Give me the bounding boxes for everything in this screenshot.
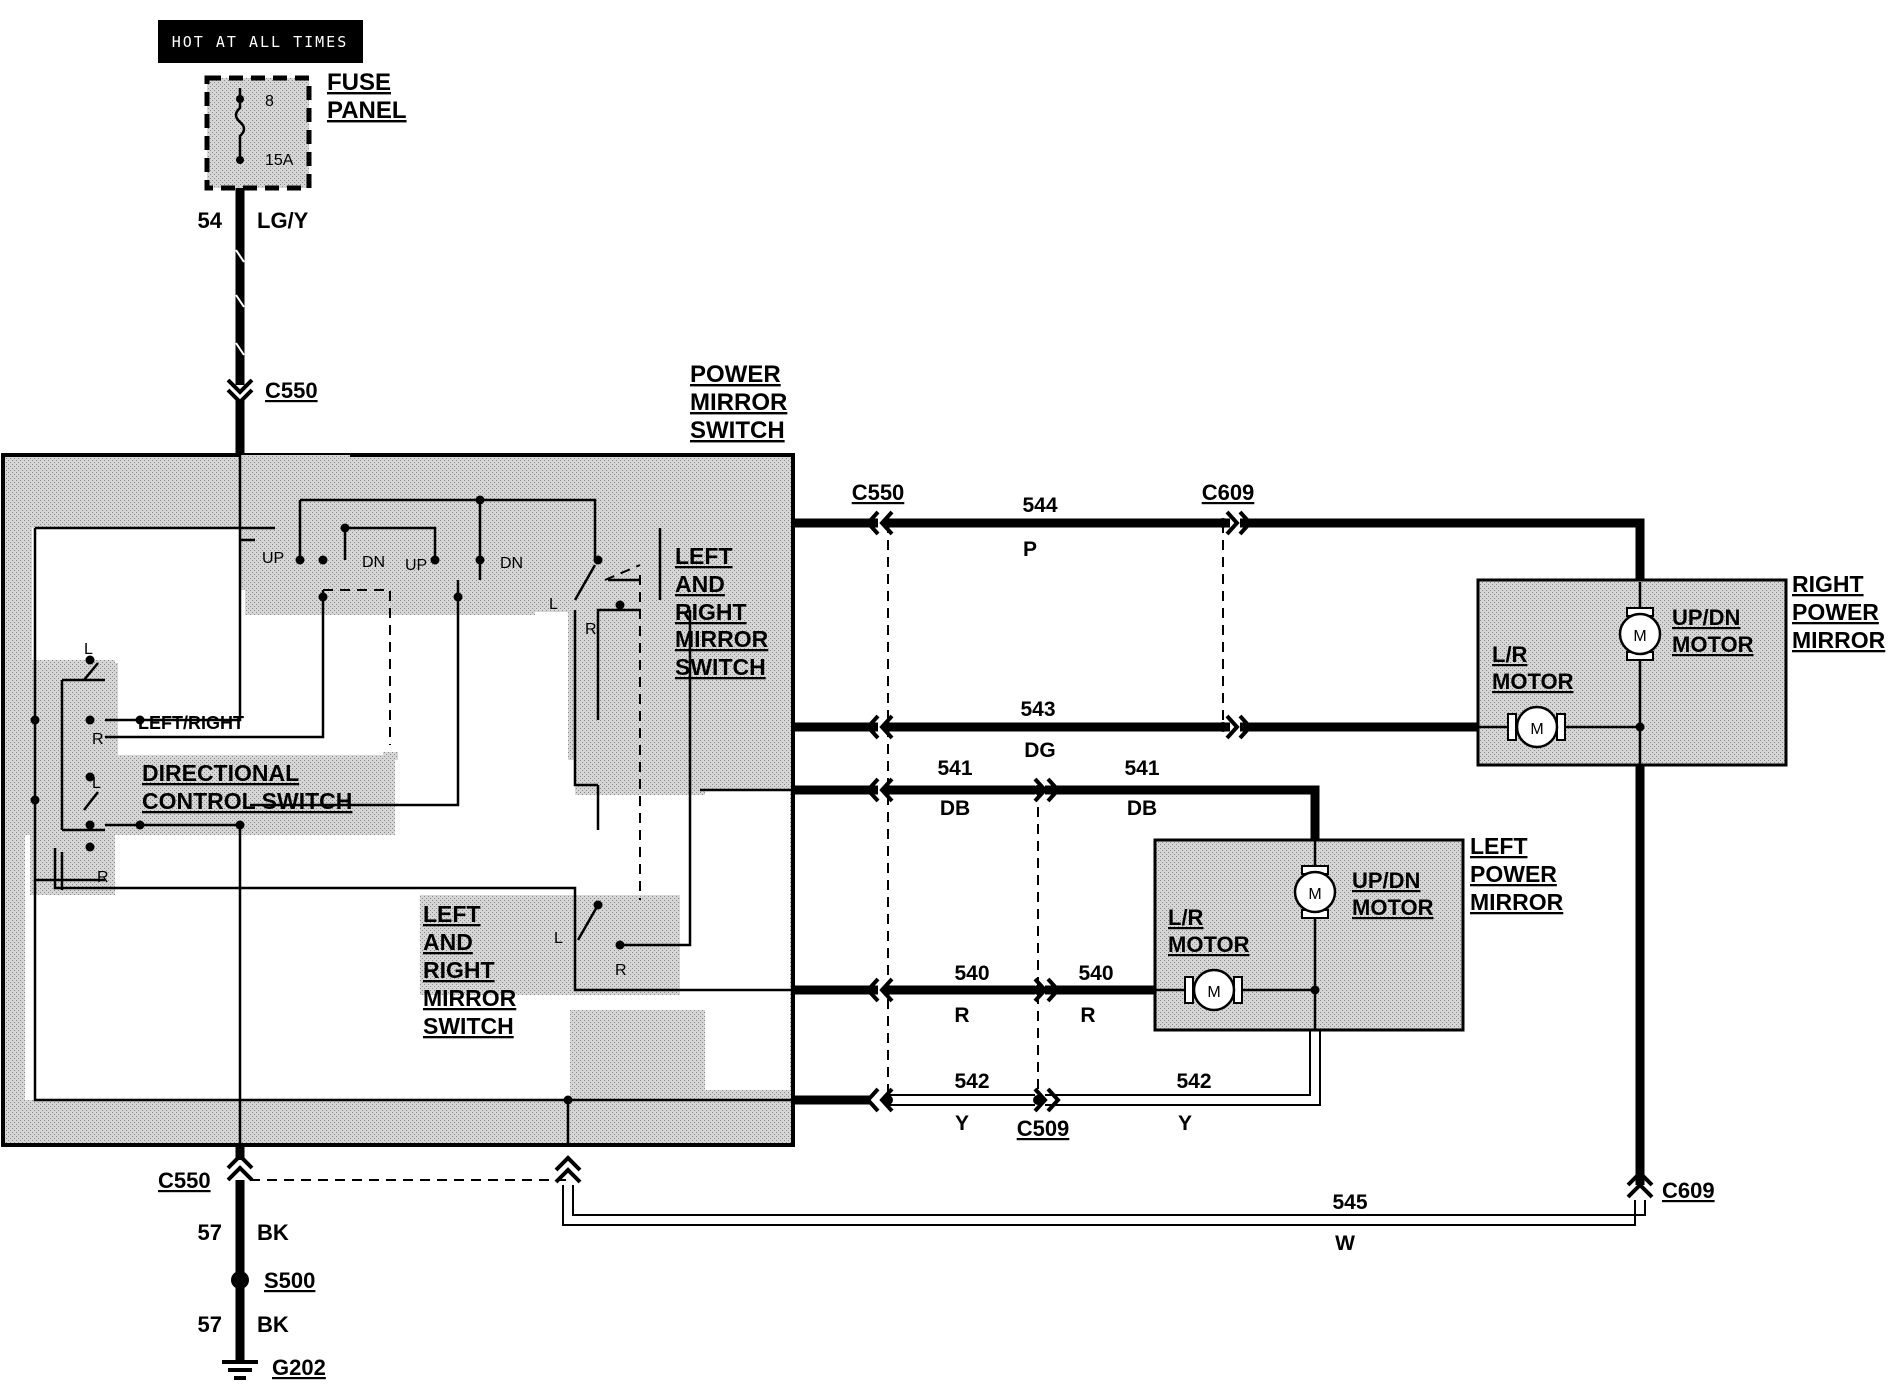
lower-mirror-switch-2: AND <box>423 929 473 955</box>
wire-544-circuit: 544 <box>1022 494 1057 517</box>
fuse-panel-title-1: FUSE <box>327 69 391 96</box>
wire-542a-color: Y <box>955 1112 969 1135</box>
ground-circuit-lower: 57 <box>198 1312 222 1337</box>
connector-c609-bottom: C609 <box>1662 1178 1715 1203</box>
feed-wire-54: 54 LG/Y C550 <box>198 188 318 455</box>
lower-mirror-switch-1: LEFT <box>423 901 481 927</box>
label-l-top: L <box>84 641 93 658</box>
label-r-top: R <box>92 731 104 748</box>
lower-mirror-switch-3: RIGHT <box>423 957 495 983</box>
upper-mirror-switch-3: RIGHT <box>675 599 747 625</box>
ground-color-upper: BK <box>257 1220 289 1245</box>
left-updn-label-2: MOTOR <box>1352 895 1434 920</box>
connector-c509: C509 <box>1017 1116 1070 1141</box>
feed-circuit-number: 54 <box>198 208 223 233</box>
wire-540b-color: R <box>1080 1004 1095 1027</box>
ground-color-lower: BK <box>257 1312 289 1337</box>
label-up-2: UP <box>405 557 427 574</box>
connector-c550-top: C550 <box>852 480 905 505</box>
wire-544-color: P <box>1023 538 1037 561</box>
wire-545-color: W <box>1335 1232 1355 1255</box>
right-mirror-title-3: MIRROR <box>1792 627 1886 653</box>
upper-mirror-switch-1: LEFT <box>675 543 733 569</box>
splice-s500-dot <box>231 1271 249 1289</box>
directional-switch-title-2: CONTROL SWITCH <box>142 788 352 814</box>
lower-switch-l: L <box>554 930 563 947</box>
lower-mirror-switch-5: SWITCH <box>423 1013 514 1039</box>
pms-title-1: POWER <box>690 361 781 388</box>
right-power-mirror: M M UP/DN MOTOR L/R MOTOR RIGHT POWER MI… <box>1476 571 1886 767</box>
ground-g202: G202 <box>272 1355 326 1380</box>
ground-path: C550 57 BK S500 57 BK G202 <box>158 1145 326 1380</box>
left-mirror-title-1: LEFT <box>1470 833 1528 859</box>
pms-title-3: SWITCH <box>690 417 785 444</box>
left-lr-label-1: L/R <box>1168 905 1204 930</box>
fuse-panel: 8 15A FUSE PANEL <box>204 69 407 191</box>
right-mirror-title-2: POWER <box>1792 599 1879 625</box>
harness-wires: C550 C609 C509 C609 544 P 543 DG 541 DB … <box>226 480 1715 1255</box>
feed-wire-color: LG/Y <box>257 208 309 233</box>
right-mirror-title-1: RIGHT <box>1792 571 1864 597</box>
wire-540a-color: R <box>954 1004 969 1027</box>
pms-title-2: MIRROR <box>690 389 787 416</box>
wire-541b-circuit: 541 <box>1124 757 1159 780</box>
power-source-header: HOT AT ALL TIMES <box>158 20 363 63</box>
wire-542a-circuit: 542 <box>954 1070 989 1093</box>
right-lr-label-1: L/R <box>1492 642 1528 667</box>
splice-s500: S500 <box>264 1268 315 1293</box>
left-power-mirror: M M UP/DN MOTOR L/R MOTOR LEFT POWER MIR… <box>1153 833 1564 1032</box>
right-updn-motor-symbol: M <box>1633 628 1646 645</box>
upper-mirror-switch-5: SWITCH <box>675 654 766 680</box>
connector-c609-top: C609 <box>1202 480 1255 505</box>
wire-541a-circuit: 541 <box>937 757 972 780</box>
wire-545-circuit: 545 <box>1332 1191 1367 1214</box>
wire-542b-color: Y <box>1178 1112 1192 1135</box>
right-lr-motor-symbol: M <box>1530 721 1543 738</box>
wire-543-circuit: 543 <box>1020 698 1055 721</box>
upper-mirror-switch-4: MIRROR <box>675 626 769 652</box>
wire-541b-color: DB <box>1127 797 1157 820</box>
label-up-1: UP <box>262 550 284 567</box>
left-mirror-title-2: POWER <box>1470 861 1557 887</box>
ground-circuit-upper: 57 <box>198 1220 222 1245</box>
left-lr-motor-symbol: M <box>1207 984 1220 1001</box>
fuse-rating: 15A <box>265 152 294 169</box>
power-source-label: HOT AT ALL TIMES <box>172 33 349 51</box>
left-updn-label-1: UP/DN <box>1352 868 1420 893</box>
label-r-mid: R <box>97 869 109 886</box>
right-lr-label-2: MOTOR <box>1492 669 1574 694</box>
upper-switch-l: L <box>549 596 558 613</box>
left-mirror-title-3: MIRROR <box>1470 889 1564 915</box>
label-dn-2: DN <box>500 555 523 572</box>
power-mirror-switch: POWER MIRROR SWITCH <box>1 361 795 1147</box>
directional-switch-title-1: DIRECTIONAL <box>142 760 299 786</box>
lower-mirror-switch-4: MIRROR <box>423 985 517 1011</box>
left-lr-motor-icon: M <box>1184 968 1243 1012</box>
wire-541a-color: DB <box>940 797 970 820</box>
wire-542b-circuit: 542 <box>1176 1070 1211 1093</box>
connector-c550-bottom: C550 <box>158 1168 211 1193</box>
feed-connector-c550: C550 <box>265 378 318 403</box>
right-updn-label-2: MOTOR <box>1672 632 1754 657</box>
fuse-number: 8 <box>265 93 274 110</box>
wire-543-color: DG <box>1024 739 1056 762</box>
label-l-mid: L <box>92 775 101 792</box>
left-updn-motor-symbol: M <box>1308 886 1321 903</box>
upper-mirror-switch-2: AND <box>675 571 725 597</box>
right-updn-motor-icon: M <box>1618 607 1662 661</box>
left-updn-motor-icon: M <box>1293 865 1337 919</box>
left-lr-label-2: MOTOR <box>1168 932 1250 957</box>
lower-switch-r: R <box>615 962 627 979</box>
upper-switch-r: R <box>585 621 597 638</box>
fuse-panel-title-2: PANEL <box>327 97 407 124</box>
left-right-label: LEFT/RIGHT <box>138 713 244 733</box>
ground-icon <box>222 1360 258 1380</box>
wire-540b-circuit: 540 <box>1078 962 1113 985</box>
wire-540a-circuit: 540 <box>954 962 989 985</box>
label-dn-1: DN <box>362 554 385 571</box>
right-updn-label-1: UP/DN <box>1672 605 1740 630</box>
right-lr-motor-icon: M <box>1507 705 1566 749</box>
